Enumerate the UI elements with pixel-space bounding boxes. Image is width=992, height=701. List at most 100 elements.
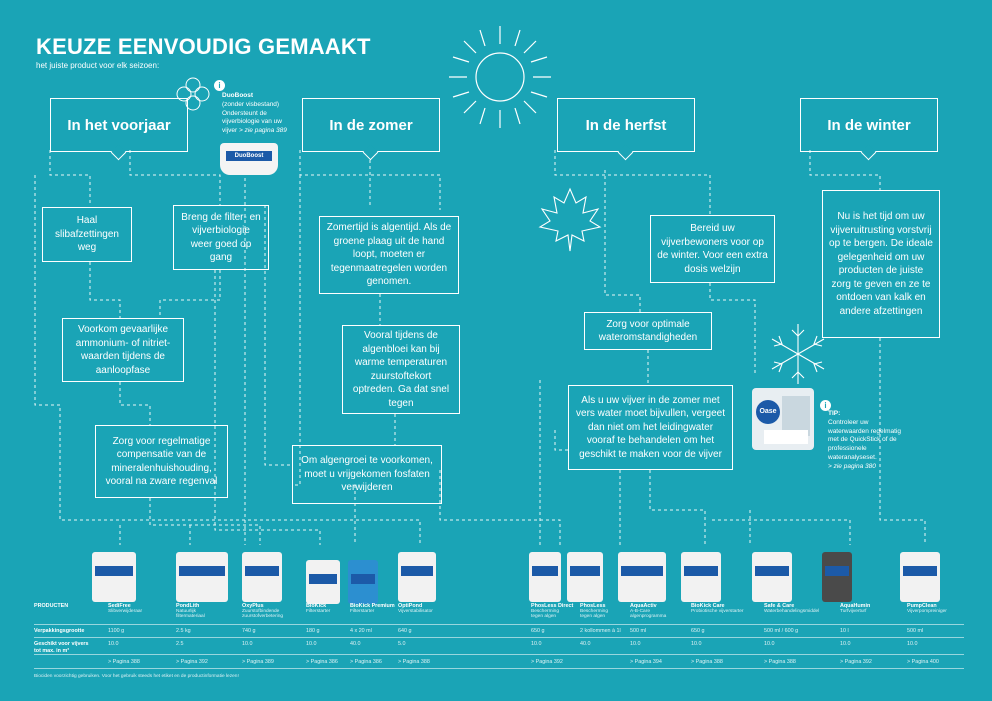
product-name: PumpClean (907, 603, 937, 609)
row-label-packaging: Verpakkingsgrootte (34, 628, 85, 634)
product-pack: 740 g (242, 628, 256, 634)
product-image-3 (242, 552, 282, 602)
tip-info: TIP: Controleer uw waterwaarden regelmat… (828, 410, 924, 471)
oase-logo: Oase (756, 400, 780, 424)
tip-winter-1: Nu is het tijd om uw vijveruitrusting vo… (822, 190, 940, 338)
row-label-suitable2: tot max. in m³ (34, 648, 70, 654)
product-name: PhosLess Direct (531, 603, 574, 609)
tip-summer-1: Zomertijd is algentijd. Als de groene pl… (319, 216, 459, 294)
duoboost-jar-label: DuoBoost (226, 151, 272, 161)
product-pack: 2 kollommen à 1l (580, 628, 621, 634)
product-pack: 500 ml / 600 g (764, 628, 799, 634)
tip-autumn-3: Als u uw vijver in de zomer met vers wat… (568, 385, 733, 470)
product-pack: 650 g (531, 628, 545, 634)
product-ref: > Pagina 386 (350, 659, 382, 665)
product-ref: > Pagina 386 (306, 659, 338, 665)
product-ref: > Pagina 400 (907, 659, 939, 665)
duoboost-line-1: (zonder visbestand) (222, 100, 280, 108)
product-desc: A-B-Care algenprogramma (630, 609, 667, 619)
product-desc: Slibverwijderaar (108, 609, 143, 614)
page-subtitle: het juiste product voor elk seizoen: (36, 61, 160, 70)
season-summer: In de zomer (302, 98, 440, 152)
product-volume: 10.0 (764, 641, 775, 647)
product-image-13 (900, 552, 940, 602)
product-volume: 10.0 (691, 641, 702, 647)
tip-spring-4: Zorg voor regelmatige compensatie van de… (95, 425, 228, 498)
product-desc: Probiotische vijverstarter (691, 609, 744, 614)
product-pack: 1100 g (108, 628, 125, 634)
season-winter: In de winter (800, 98, 938, 152)
tip-ref: > zie pagina 380 (828, 462, 876, 470)
season-winter-label: In de winter (827, 116, 911, 134)
product-desc: Bescherming tegen algen (580, 609, 608, 619)
product-name: PondLith (176, 603, 200, 609)
product-volume: 10.0 (242, 641, 253, 647)
tip-spring-2: Breng de filter- en vijverbiologie weer … (173, 205, 269, 270)
product-volume: 40.0 (350, 641, 361, 647)
season-summer-label: In de zomer (329, 116, 413, 134)
product-ref: > Pagina 388 (691, 659, 723, 665)
tip-summer-2: Vooral tijdens de algenbloei kan bij war… (342, 325, 460, 414)
product-desc: Bescherming tegen algen (531, 609, 559, 619)
product-name: SediFree (108, 603, 131, 609)
product-image-12 (822, 552, 852, 602)
duoboost-line-4: vijver (222, 127, 238, 135)
product-volume: 10.0 (531, 641, 542, 647)
product-image-4 (306, 560, 340, 604)
season-autumn: In de herfst (557, 98, 695, 152)
product-image-1 (92, 552, 136, 602)
product-volume: 10.0 (630, 641, 641, 647)
product-pack: 4 x 20 ml (350, 628, 372, 634)
product-image-6 (398, 552, 436, 602)
product-name: AquaActiv (630, 603, 657, 609)
product-ref: > Pagina 389 (242, 659, 274, 665)
product-volume: 5.0 (398, 641, 406, 647)
product-image-9 (618, 552, 666, 602)
product-ref: > Pagina 394 (630, 659, 662, 665)
tip-line-3: met de QuickStick of de (828, 436, 897, 444)
sun-icon (449, 26, 551, 128)
product-pack: 650 g (691, 628, 705, 634)
product-volume: 10.0 (108, 641, 119, 647)
tip-spring-3: Voorkom gevaarlijke ammonium- of nitriet… (62, 318, 184, 382)
product-name: BioKick Care (691, 603, 725, 609)
product-name: AquaHumin (840, 603, 871, 609)
duoboost-jar-image: DuoBoost (220, 143, 278, 175)
product-ref: > Pagina 388 (108, 659, 140, 665)
product-desc: Natuurlijk filtermateriaal (176, 609, 205, 619)
duoboost-info-badge: i (214, 80, 225, 91)
product-pack: 10 l (840, 628, 849, 634)
product-image-7 (529, 552, 561, 602)
duoboost-title: DuoBoost (222, 92, 254, 99)
product-volume: 10.0 (907, 641, 918, 647)
season-autumn-label: In de herfst (585, 116, 667, 134)
product-name: OptiPond (398, 603, 423, 609)
tip-line-2: waterwaarden regelmatig (828, 427, 901, 435)
product-desc: Filterstarter (350, 609, 375, 614)
product-name: Safe & Care (764, 603, 795, 609)
tip-spring-1: Haal slibafzettingen weg (42, 207, 132, 262)
product-pack: 640 g (398, 628, 412, 634)
product-pack: 500 ml (907, 628, 924, 634)
tip-title: TIP: (828, 410, 841, 417)
season-spring: In het voorjaar (50, 98, 188, 152)
tip-line-4: professionele (828, 445, 867, 453)
duoboost-ref: > zie pagina 389 (238, 127, 287, 135)
product-desc: Vijverstabilisator (398, 609, 433, 614)
tip-info-badge: i (820, 400, 831, 411)
product-desc: Zuurstofbindende zuurstofverbetering (242, 609, 284, 619)
product-pack: 180 g (306, 628, 320, 634)
duoboost-line-2: Ondersteunt de (222, 109, 267, 117)
product-image-11 (752, 552, 792, 602)
tip-autumn-1: Bereid uw vijverbewoners voor op de wint… (650, 215, 775, 283)
product-name: OxyPlus (242, 603, 264, 609)
product-desc: Turfvijverturf (840, 609, 867, 614)
row-label-products: PRODUCTEN (34, 603, 69, 609)
product-pack: 500 ml (630, 628, 647, 634)
product-name: PhosLess (580, 603, 606, 609)
product-name: BioKick Premium (350, 603, 395, 609)
product-desc: Filterstarter (306, 609, 331, 614)
product-ref: > Pagina 388 (764, 659, 796, 665)
leaf-icon (538, 187, 602, 252)
